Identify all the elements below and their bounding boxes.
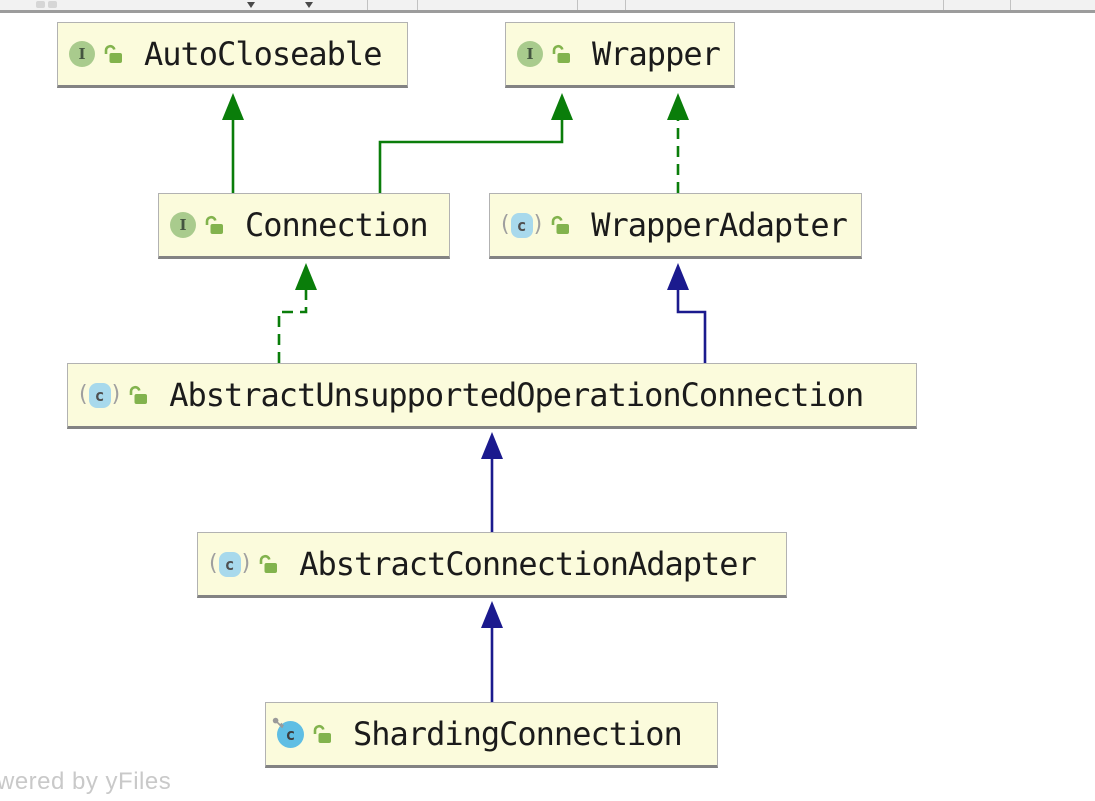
abstract-class-icon: (c) xyxy=(209,551,251,577)
visibility-lock-icon xyxy=(550,206,570,244)
visibility-lock-icon xyxy=(312,715,332,753)
class-node-AbstractConnectionAdapter[interactable]: (c) AbstractConnectionAdapter xyxy=(197,532,787,598)
arrowhead-AbstractUnsupportedOperationConnection-to-Connection xyxy=(295,263,317,290)
toolbar-dropdown-arrow-icon[interactable] xyxy=(247,2,255,8)
arrowhead-Connection-to-AutoCloseable xyxy=(222,93,244,120)
public-open-lock-icon xyxy=(551,215,570,234)
toolbar-separator xyxy=(943,0,944,10)
abstract-class-icon: (c) xyxy=(79,382,121,408)
edge-implements-AbstractUnsupportedOperationConnection-to-Connection[interactable] xyxy=(277,289,308,363)
toolbar-sliver xyxy=(0,0,1095,13)
public-open-lock-icon xyxy=(129,385,148,404)
class-name-label: Wrapper xyxy=(592,35,721,73)
key-badge-icon xyxy=(272,717,285,728)
class-name-label: Connection xyxy=(245,206,429,244)
class-name-label: ShardingConnection xyxy=(353,715,683,753)
class-circle: c xyxy=(510,212,533,238)
class-circle: c xyxy=(272,717,304,748)
toolbar-icon-fragment xyxy=(36,1,45,8)
toolbar-separator xyxy=(417,0,418,10)
class-name-label: AbstractConnectionAdapter xyxy=(299,545,757,583)
interface-icon: I xyxy=(517,41,543,67)
arrowhead-Connection-to-Wrapper xyxy=(551,93,573,120)
interface-icon: I xyxy=(170,212,196,238)
visibility-lock-icon xyxy=(128,376,148,414)
class-node-AutoCloseable[interactable]: I AutoCloseable xyxy=(57,22,408,88)
interface-icon: I xyxy=(69,41,95,67)
arrowhead-ShardingConnection-to-AbstractConnectionAdapter xyxy=(481,601,503,628)
edge-extends-AbstractUnsupportedOperationConnection-to-WrapperAdapter[interactable] xyxy=(676,289,707,363)
visibility-lock-icon xyxy=(258,545,278,583)
toolbar-separator xyxy=(367,0,368,10)
class-node-AbstractUnsupportedOperationConnection[interactable]: (c) AbstractUnsupportedOperationConnectio… xyxy=(67,363,917,429)
class-node-Wrapper[interactable]: I Wrapper xyxy=(505,22,735,88)
class-name-label: WrapperAdapter xyxy=(591,206,848,244)
arrowhead-WrapperAdapter-to-Wrapper xyxy=(667,93,689,120)
public-open-lock-icon xyxy=(259,554,278,573)
class-node-Connection[interactable]: I Connection xyxy=(158,193,450,259)
toolbar-separator xyxy=(625,0,626,10)
class-node-ShardingConnection[interactable]: c ShardingConnection xyxy=(265,702,718,768)
abstract-class-icon: (c) xyxy=(501,212,543,238)
visibility-lock-icon xyxy=(103,35,123,73)
class-name-label: AbstractUnsupportedOperationConnection xyxy=(169,376,864,414)
toolbar-separator xyxy=(577,0,578,10)
class-circle: c xyxy=(88,382,111,408)
visibility-lock-icon xyxy=(551,35,571,73)
visibility-lock-icon xyxy=(204,206,224,244)
toolbar-separator xyxy=(1010,0,1011,10)
toolbar-dropdown-arrow-icon[interactable] xyxy=(305,2,313,8)
final-class-icon: c xyxy=(272,717,304,748)
toolbar-icon-fragment xyxy=(48,1,57,8)
arrowhead-AbstractUnsupportedOperationConnection-to-WrapperAdapter xyxy=(667,263,689,290)
yfiles-watermark: wered by yFiles xyxy=(0,768,172,795)
public-open-lock-icon xyxy=(104,44,122,63)
interface-circle: I xyxy=(69,41,95,67)
class-name-label: AutoCloseable xyxy=(144,35,382,73)
edge-extends-interface-Connection-to-Wrapper[interactable] xyxy=(378,119,564,193)
public-open-lock-icon xyxy=(313,724,331,743)
interface-circle: I xyxy=(517,41,543,67)
interface-circle: I xyxy=(170,212,196,238)
arrowhead-AbstractConnectionAdapter-to-AbstractUnsupportedOperationConnection xyxy=(481,432,503,459)
class-node-WrapperAdapter[interactable]: (c) WrapperAdapter xyxy=(489,193,862,259)
public-open-lock-icon xyxy=(552,44,570,63)
class-circle: c xyxy=(218,551,241,577)
public-open-lock-icon xyxy=(205,215,223,234)
